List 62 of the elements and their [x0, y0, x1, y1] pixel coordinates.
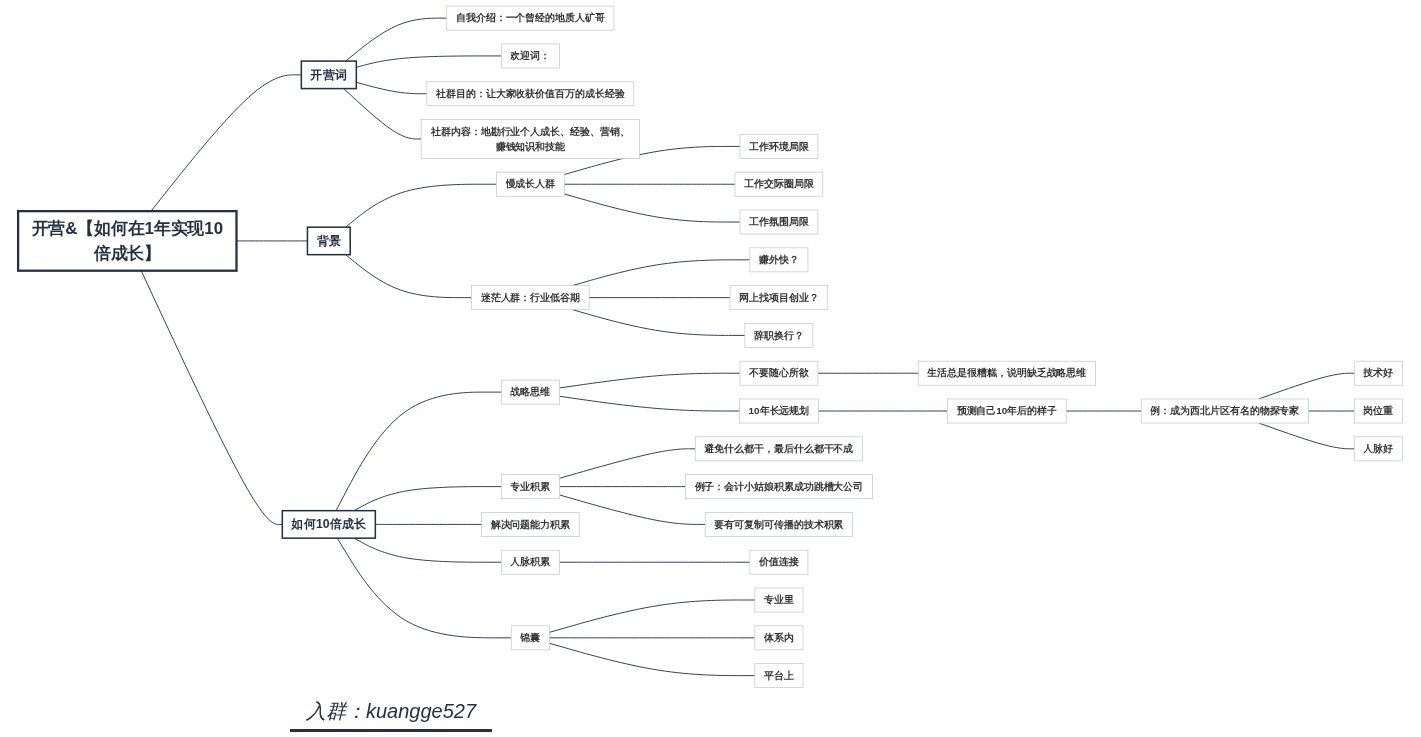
connector: [559, 395, 741, 412]
connector: [335, 391, 503, 512]
node-box: 工作氛围局限: [739, 209, 819, 235]
connector: [549, 599, 756, 633]
connector: [572, 309, 746, 336]
connector: [345, 183, 498, 228]
node-box: 专业里: [754, 587, 804, 613]
node-box: 技术好: [1354, 360, 1404, 386]
node-box: 价值连接: [749, 549, 809, 575]
node-box: 社群目的：让大家收获价值百万的成长经验: [426, 81, 635, 107]
node-box: 要有可复制可传播的技术积累: [705, 512, 854, 537]
connector: [353, 486, 503, 512]
node-box: 欢迎词：: [501, 43, 560, 69]
connector: [588, 297, 731, 299]
node-box: 解决问题能力积累: [481, 512, 580, 537]
node-box: 专业积累: [501, 474, 560, 499]
node-box: 例：成为西北片区有名的物探专家: [1141, 398, 1310, 424]
node-box: 生活总是很糟糕，说明缺乏战略思维: [918, 360, 1097, 386]
connector: [549, 642, 756, 677]
connector: [375, 523, 483, 525]
connector: [559, 372, 741, 389]
connector: [559, 486, 687, 488]
connector: [564, 193, 741, 223]
node-box: 迷茫人群：行业低谷期: [471, 285, 590, 311]
node-box: 赚外快？: [749, 247, 809, 273]
connector: [345, 254, 473, 299]
connector: [345, 17, 448, 62]
connector: [564, 145, 741, 175]
node-box: 开营词: [300, 60, 358, 90]
node-box: 战略思维: [501, 379, 560, 405]
node-box: 背景: [306, 226, 352, 256]
node-box: 慢成长人群: [496, 171, 565, 197]
node-box: 锦囊: [511, 625, 551, 651]
node-box: 工作交际圈局限: [734, 171, 824, 197]
node-box: 开营&【如何在1年实现10倍成长】: [17, 210, 238, 272]
node-box: 岗位重: [1354, 398, 1404, 424]
connector: [337, 537, 512, 639]
node-box: 预测自己10年后的样子: [947, 398, 1067, 424]
node-box: 网上找项目创业？: [729, 285, 829, 311]
node-box: 不要随心所欲: [739, 360, 819, 386]
note-text: 入群：kuangge527: [290, 698, 493, 733]
node-box: 人脉积累: [501, 549, 560, 575]
node-box: 社群内容：地勘行业个人成长、经验、营销、赚钱知识和技能: [421, 119, 641, 159]
connector: [559, 448, 696, 479]
node-box: 10年长远规划: [739, 398, 820, 424]
connector: [356, 81, 428, 95]
node-box: 辞职换行？: [744, 323, 814, 348]
connector: [559, 561, 751, 563]
node-box: 自我介绍：一个曾经的地质人矿哥: [446, 5, 615, 31]
connector: [564, 183, 736, 185]
node-box: 避免什么都干，最后什么都干不成: [695, 436, 864, 462]
node-box: 如何10倍成长: [281, 509, 377, 539]
node-box: 人脉好: [1354, 436, 1404, 462]
node-box: 工作环境局限: [739, 134, 819, 159]
connector: [343, 88, 422, 140]
connector: [817, 372, 919, 374]
node-box: 体系内: [754, 625, 804, 651]
node-box: 例子：会计小姑娘积累成功跳槽大公司: [685, 474, 874, 499]
node-box: 平台上: [754, 663, 804, 688]
connector: [549, 637, 756, 639]
connector: [356, 55, 503, 68]
connector: [559, 494, 706, 525]
